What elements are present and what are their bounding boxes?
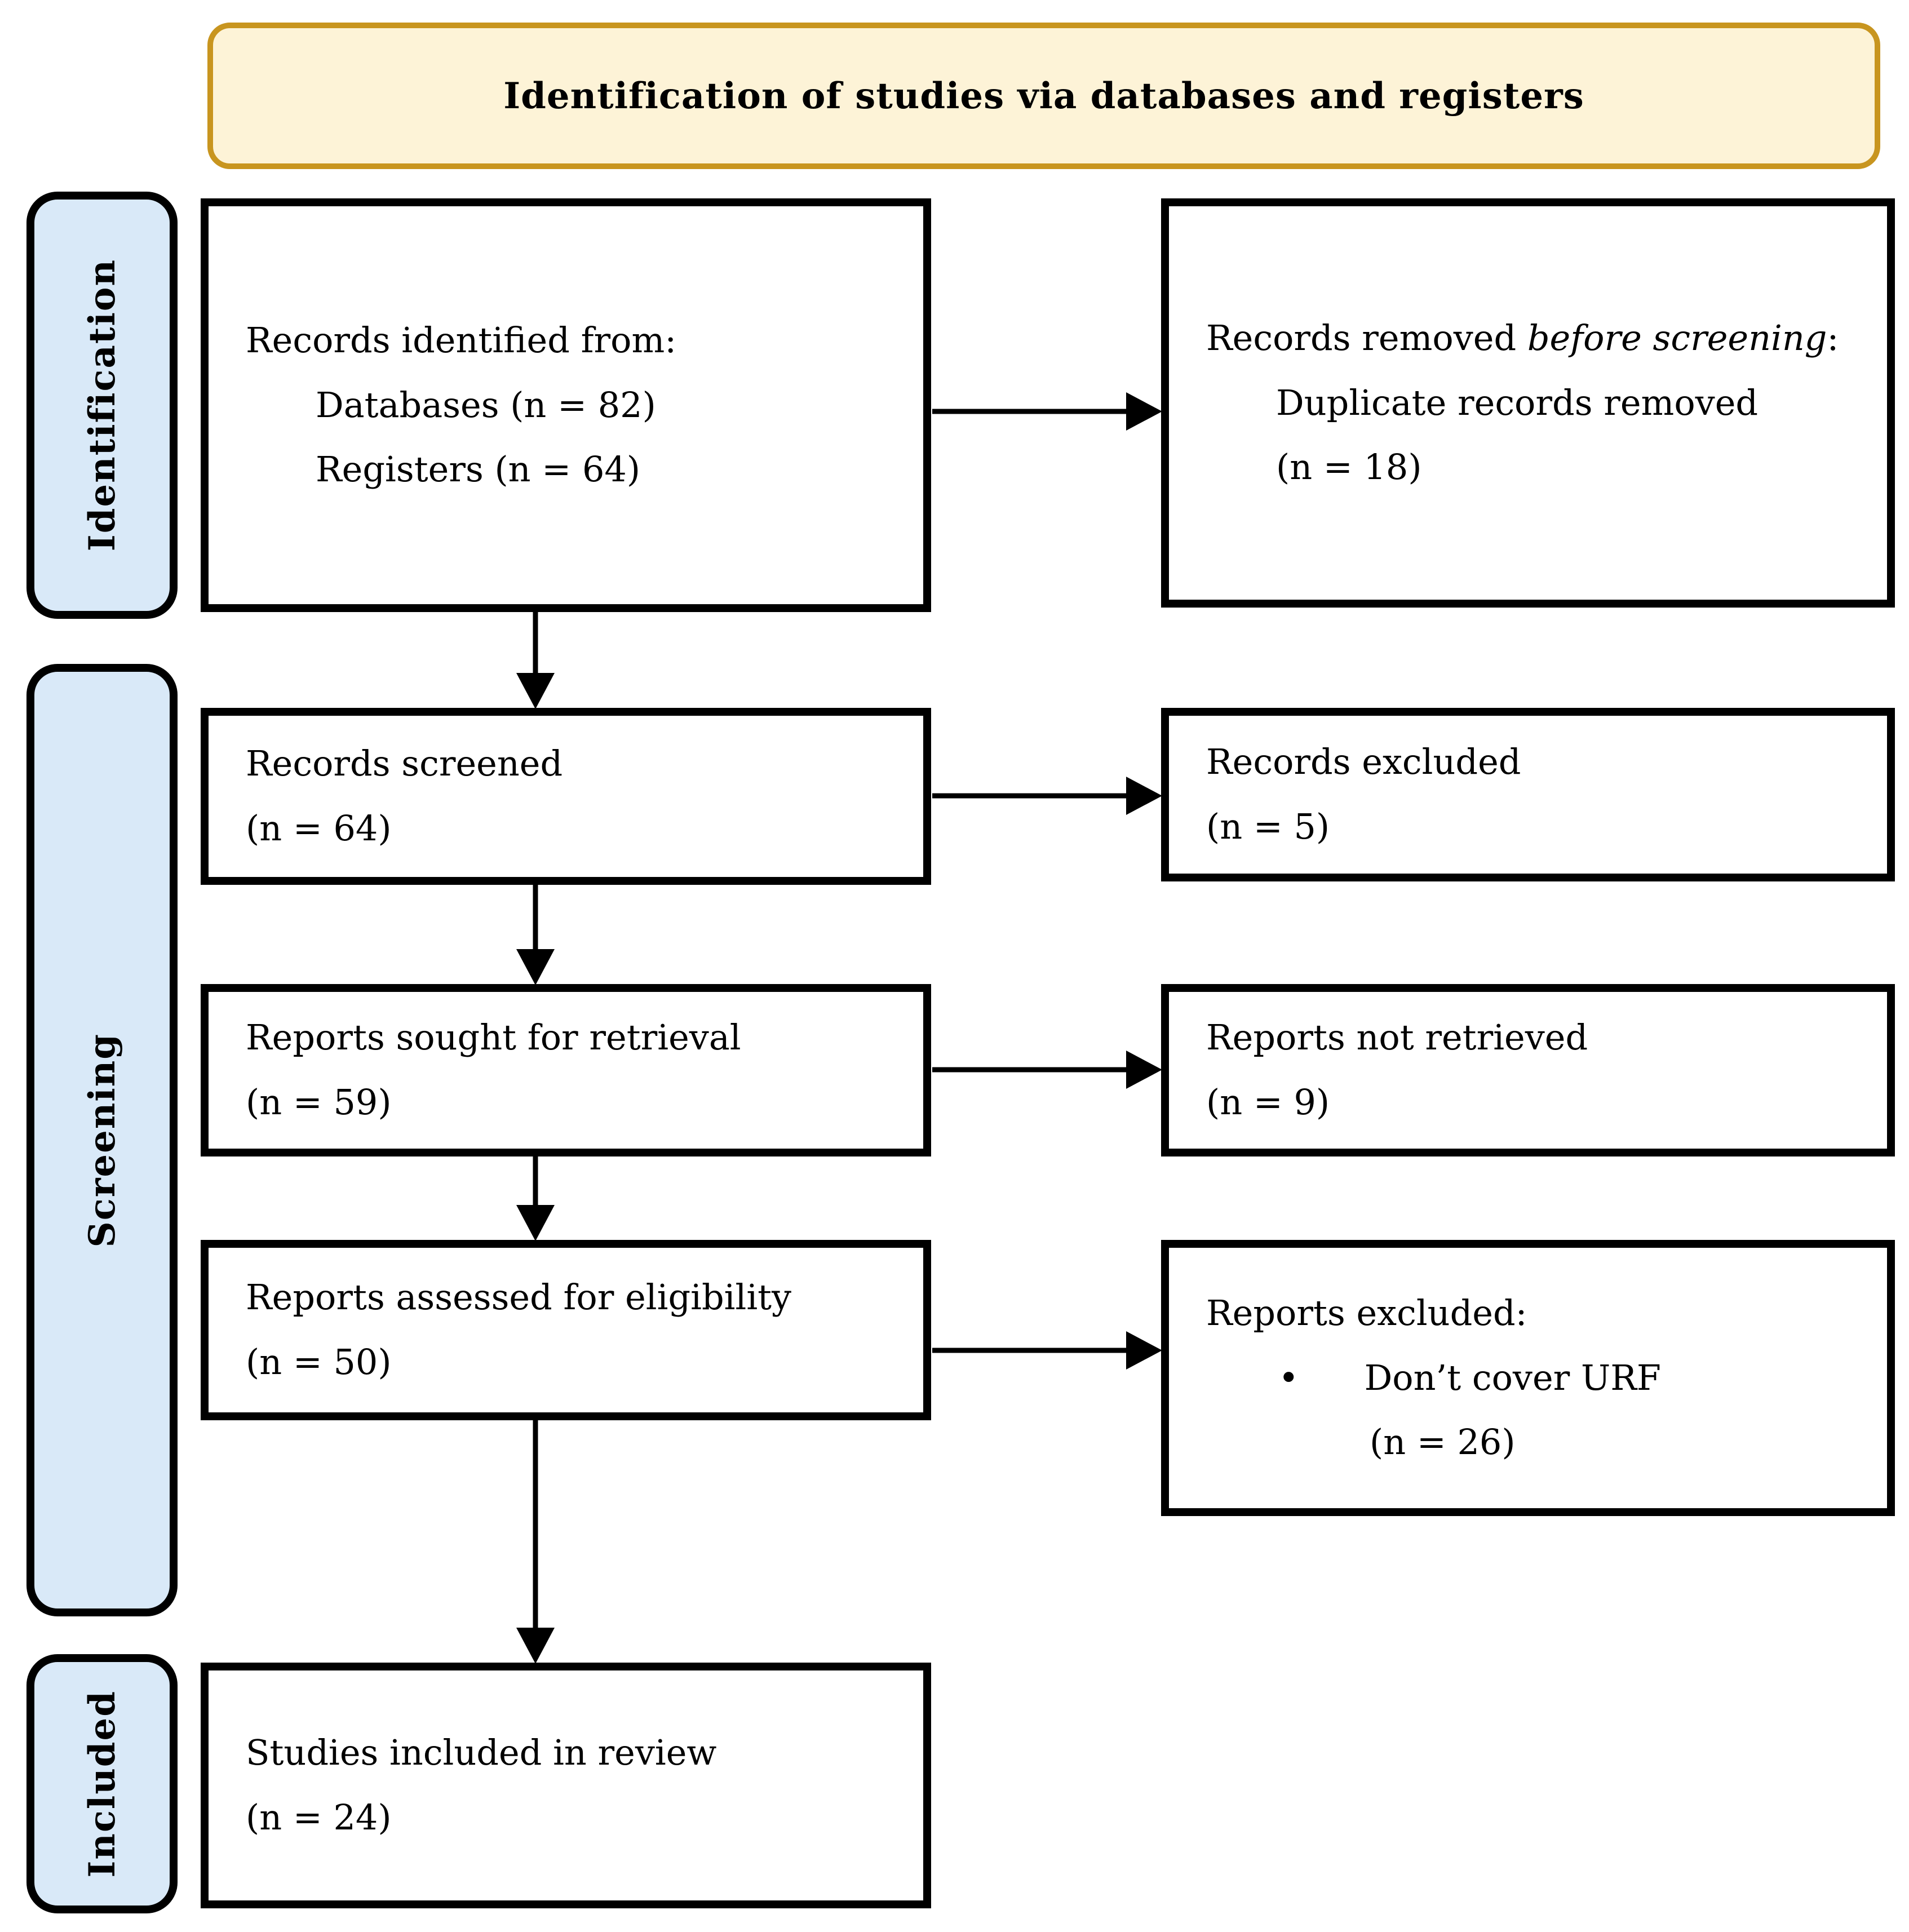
- reports-sought-count: (n = 59): [246, 1082, 392, 1123]
- records-screened-heading: Records screened: [246, 743, 563, 785]
- arrow-assessed-to-reports-excluded: [932, 1331, 1162, 1370]
- records-removed-heading-suffix: :: [1827, 317, 1839, 358]
- stage-identification: Identification: [26, 192, 178, 619]
- stage-screening-label: Screening: [81, 1033, 123, 1248]
- arrow-sought-to-assessed: [516, 1155, 555, 1241]
- records-identified-databases: Databases (n = 82): [316, 384, 656, 426]
- stage-included: Included: [26, 1654, 178, 1913]
- records-removed-count: (n = 18): [1276, 446, 1422, 488]
- records-identified-registers: Registers (n = 64): [316, 449, 641, 490]
- title-banner: Identification of studies via databases …: [207, 23, 1880, 169]
- records-excluded-count: (n = 5): [1206, 806, 1330, 847]
- box-reports-assessed: Reports assessed for eligibility (n = 50…: [201, 1240, 931, 1420]
- reports-excluded-count: (n = 26): [1370, 1421, 1516, 1463]
- reports-not-retrieved-heading: Reports not retrieved: [1206, 1017, 1588, 1058]
- box-records-identified: Records identified from: Databases (n = …: [201, 198, 931, 612]
- reports-assessed-count: (n = 50): [246, 1341, 392, 1382]
- reports-excluded-reason: Don’t cover URF: [1364, 1357, 1661, 1398]
- diagram-title: Identification of studies via databases …: [503, 74, 1584, 117]
- reports-assessed-heading: Reports assessed for eligibility: [246, 1277, 792, 1318]
- box-records-excluded: Records excluded (n = 5): [1161, 708, 1895, 881]
- box-reports-sought: Reports sought for retrieval (n = 59): [201, 984, 931, 1156]
- bullet-icon: •: [1278, 1357, 1299, 1398]
- studies-included-heading: Studies included in review: [246, 1732, 717, 1774]
- reports-excluded-heading: Reports excluded:: [1206, 1292, 1527, 1333]
- records-removed-detail: Duplicate records removed: [1276, 382, 1759, 423]
- arrow-sought-to-not-retrieved: [932, 1051, 1162, 1089]
- box-reports-not-retrieved: Reports not retrieved (n = 9): [1161, 984, 1895, 1156]
- arrow-identified-to-removed: [932, 392, 1162, 431]
- records-removed-heading-italic: before screening: [1527, 317, 1827, 358]
- box-records-removed: Records removed before screening: Duplic…: [1161, 198, 1895, 608]
- reports-excluded-bullet-row: • Don’t cover URF: [1206, 1346, 1864, 1411]
- studies-included-count: (n = 24): [246, 1797, 392, 1838]
- stage-included-label: Included: [81, 1690, 123, 1878]
- stage-identification-label: Identification: [81, 259, 123, 552]
- arrow-screened-to-sought: [516, 884, 555, 985]
- arrow-screened-to-excluded: [932, 777, 1162, 815]
- arrow-assessed-to-included: [516, 1419, 555, 1664]
- records-excluded-heading: Records excluded: [1206, 741, 1521, 783]
- reports-not-retrieved-count: (n = 9): [1206, 1082, 1330, 1123]
- records-removed-heading-prefix: Records removed: [1206, 317, 1527, 358]
- reports-sought-heading: Reports sought for retrieval: [246, 1017, 741, 1058]
- records-identified-heading: Records identified from:: [246, 319, 677, 361]
- records-removed-heading: Records removed before screening:: [1206, 306, 1864, 371]
- records-screened-count: (n = 64): [246, 808, 392, 849]
- arrow-identified-to-screened: [516, 611, 555, 709]
- box-records-screened: Records screened (n = 64): [201, 708, 931, 885]
- box-reports-excluded: Reports excluded: • Don’t cover URF (n =…: [1161, 1240, 1895, 1516]
- stage-screening: Screening: [26, 664, 178, 1616]
- box-studies-included: Studies included in review (n = 24): [201, 1663, 931, 1908]
